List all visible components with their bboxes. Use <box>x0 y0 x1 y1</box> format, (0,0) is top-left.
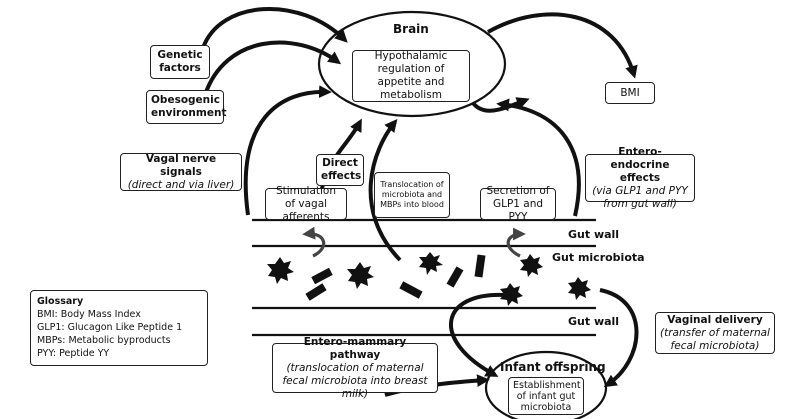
vagal-nerve-signals-title: Vagal nerve signals <box>145 152 217 178</box>
vaginal-delivery-box: Vaginal delivery (transfer of maternal f… <box>655 312 775 354</box>
microbe-star <box>520 254 543 277</box>
gut-microbiota-label: Gut microbiota <box>552 251 645 264</box>
microbe-stars <box>267 252 591 306</box>
microbe-star <box>419 252 443 275</box>
microbe-rod <box>474 254 486 278</box>
entero-endocrine-box: Entero-endocrine effects (via GLP1 and P… <box>585 146 695 210</box>
microbe-rod <box>311 267 333 285</box>
entero-endocrine-sub: (via GLP1 and PYY from gut wall) <box>592 184 688 210</box>
arrow-vagal-to-brain <box>243 85 332 216</box>
obesogenic-environment-box: Obesogenic environment <box>146 90 226 124</box>
brain-label: Brain <box>393 22 429 36</box>
arrow-obesogenic-to-brain <box>203 40 342 96</box>
secretion-small-arrow <box>506 227 526 258</box>
microbe-rods <box>305 254 486 301</box>
vagal-nerve-signals-sub: (direct and via liver) <box>127 178 235 191</box>
arrow-brain-to-infant <box>471 97 530 113</box>
bmi-box: BMI <box>605 82 655 104</box>
direct-effects-box: Direct effects <box>316 154 364 186</box>
genetic-factors-box: Genetic factors <box>150 45 210 79</box>
establishment-box: Establishment of infant gut microbiota <box>508 377 584 415</box>
arrow-vaginal-delivery <box>599 288 639 388</box>
microbe-star <box>568 277 591 300</box>
microbe-star <box>347 262 374 289</box>
hypothalamic-box: Hypothalamic regulation of appetite and … <box>352 50 470 102</box>
gut-wall-bottom-label: Gut wall <box>568 315 620 328</box>
secretion-box: Secretion of GLP1 and PYY <box>480 185 556 223</box>
entero-mammary-box: Entero-mammary pathway (translocation of… <box>272 336 438 400</box>
arrow-brain-to-bmi <box>487 12 638 79</box>
microbe-star <box>500 283 523 306</box>
glossary-item-bmi: BMI: Body Mass Index <box>37 309 141 320</box>
entero-mammary-sub: (translocation of maternal fecal microbi… <box>282 361 428 400</box>
translocation-box: Translocation of microbiota and MBPs int… <box>374 172 450 218</box>
arrow-genetic-to-brain <box>201 7 348 49</box>
glossary-box: Glossary BMI: Body Mass Index GLP1: Gluc… <box>30 290 208 366</box>
glossary-item-mbps: MBPs: Metabolic byproducts <box>37 335 171 346</box>
arrow-entero-endocrine-to-brain <box>496 98 581 217</box>
arrow-translocation-to-brain <box>368 119 402 262</box>
vagal-afferent-small-arrow <box>302 226 326 258</box>
microbe-rod <box>446 266 464 288</box>
vagal-nerve-signals-box: Vagal nerve signals (direct and via live… <box>120 153 242 191</box>
arrow-gut-to-infant-left <box>449 292 506 377</box>
stimulation-vagal-afferents-box: Stimulation of vagal afferents <box>265 185 347 223</box>
entero-mammary-title: Entero-mammary pathway <box>303 335 407 361</box>
infant-offspring-label: Infant offspring <box>500 360 606 374</box>
vaginal-delivery-sub: (transfer of maternal fecal microbiota) <box>660 326 770 352</box>
glossary-title: Glossary <box>37 296 84 307</box>
microbe-rod <box>399 281 423 299</box>
gut-wall-top-label: Gut wall <box>568 228 620 241</box>
microbe-rod <box>305 283 327 301</box>
glossary-item-pyy: PYY: Peptide YY <box>37 348 110 359</box>
vaginal-delivery-title: Vaginal delivery <box>667 313 763 326</box>
entero-endocrine-title: Entero-endocrine effects <box>610 145 670 184</box>
microbe-star <box>267 257 294 284</box>
glossary-item-glp1: GLP1: Glucagon Like Peptide 1 <box>37 322 183 333</box>
